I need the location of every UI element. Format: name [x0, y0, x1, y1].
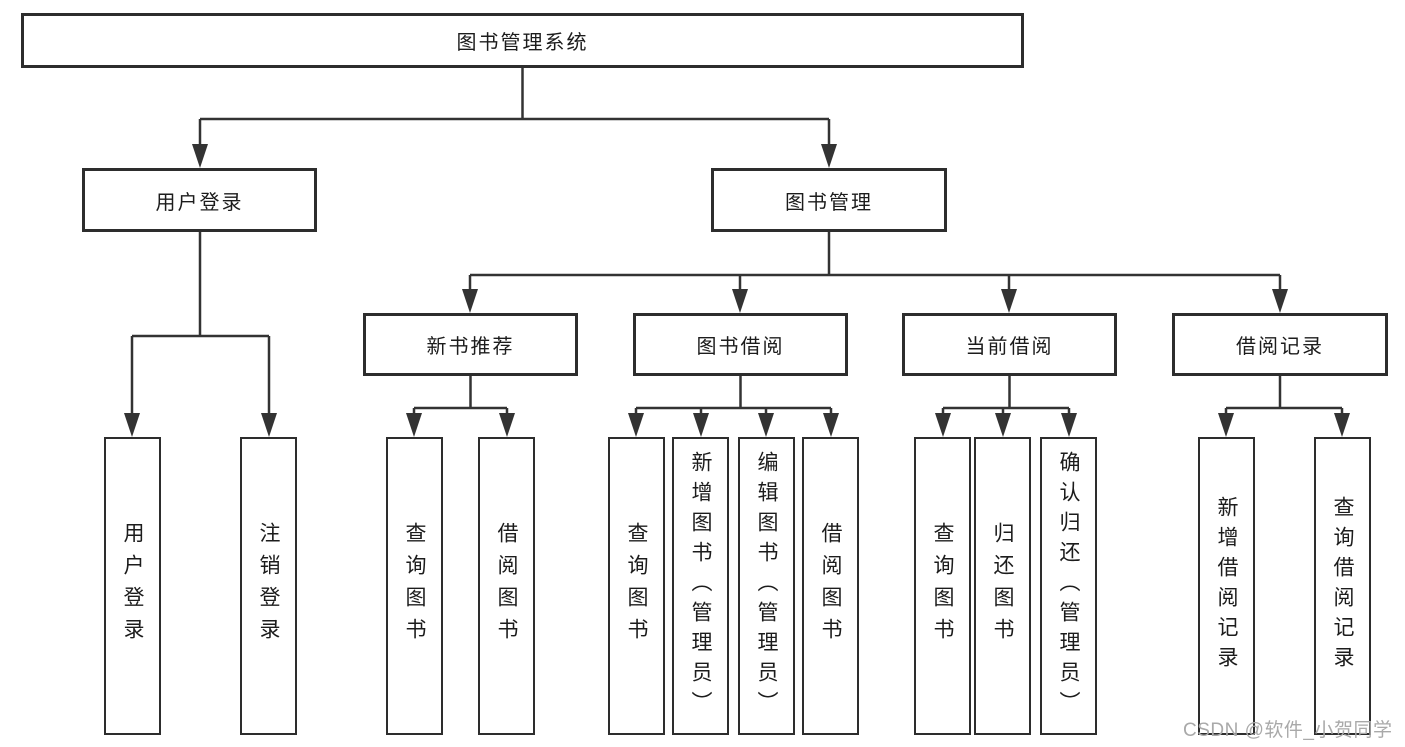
- leaf-query-borrow-record: 查询借阅记录: [1314, 437, 1371, 735]
- node-current-borrow: 当前借阅: [902, 313, 1117, 376]
- csdn-watermark: CSDN @软件_小贺同学: [1183, 720, 1393, 741]
- leaf-add-borrow-record: 新增借阅记录: [1198, 437, 1255, 735]
- node-borrow-records: 借阅记录: [1172, 313, 1388, 376]
- leaf-query-book-current: 查询图书: [914, 437, 971, 735]
- node-user-login: 用户登录: [82, 168, 317, 232]
- leaf-query-book-recommend: 查询图书: [386, 437, 443, 735]
- leaf-user-login: 用户登录: [104, 437, 161, 735]
- node-book-management: 图书管理: [711, 168, 947, 232]
- leaf-edit-book-admin: 编辑图书（管理员）: [738, 437, 795, 735]
- leaf-return-book: 归还图书: [974, 437, 1031, 735]
- leaf-query-book-borrow: 查询图书: [608, 437, 665, 735]
- leaf-confirm-return-admin: 确认归还（管理员）: [1040, 437, 1097, 735]
- leaf-borrow-book-recommend: 借阅图书: [478, 437, 535, 735]
- leaf-logout: 注销登录: [240, 437, 297, 735]
- leaf-borrow-book: 借阅图书: [802, 437, 859, 735]
- node-book-borrow: 图书借阅: [633, 313, 848, 376]
- leaf-add-book-admin: 新增图书（管理员）: [672, 437, 729, 735]
- node-new-book-recommend: 新书推荐: [363, 313, 578, 376]
- node-root: 图书管理系统: [21, 13, 1024, 68]
